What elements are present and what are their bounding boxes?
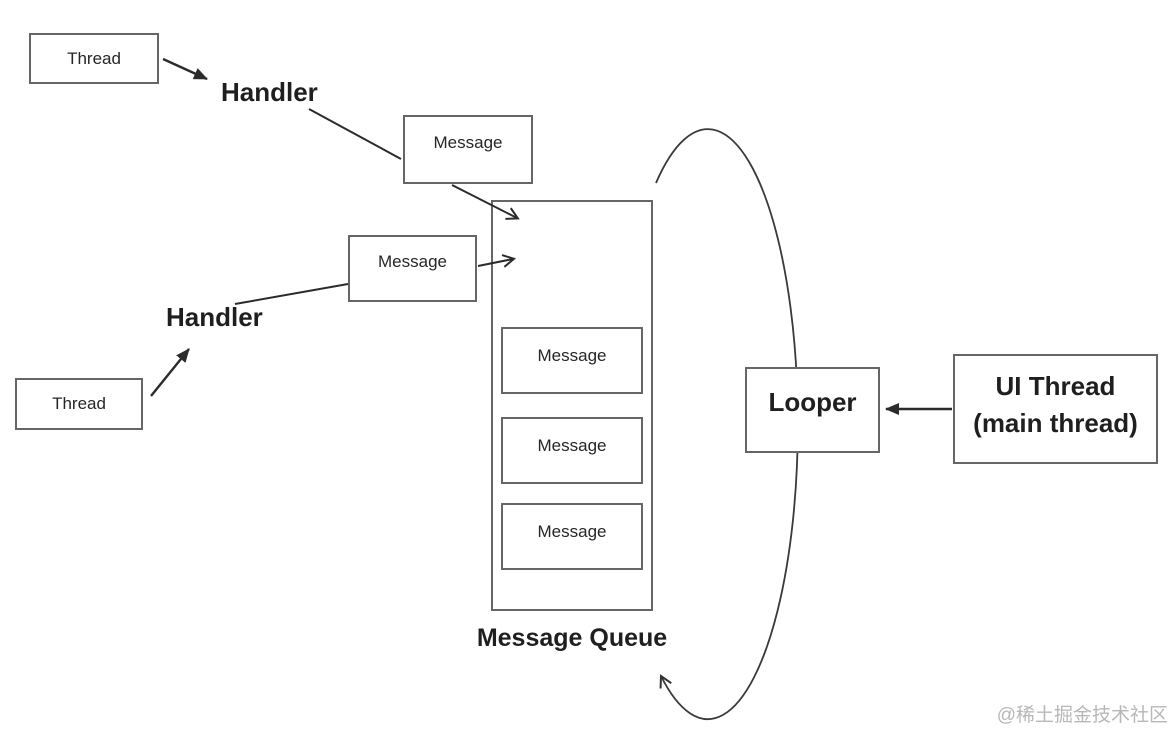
ui-thread-box: UI Thread (main thread)	[953, 354, 1158, 464]
queue-message-1-box: Message	[501, 327, 643, 394]
handler-top-label: Handler	[221, 77, 318, 107]
ui-thread-label-line1: UI Thread	[995, 371, 1116, 402]
thread-bottom-label: Thread	[52, 394, 106, 413]
line-handler-bottom-to-message	[234, 283, 349, 305]
message-mid-box: Message	[348, 235, 477, 302]
queue-message-2-label: Message	[537, 435, 607, 455]
looper-label: Looper	[768, 386, 857, 417]
queue-message-1-label: Message	[537, 345, 607, 365]
message-mid-label: Message	[378, 251, 447, 271]
watermark: @稀土掘金技术社区	[996, 705, 1168, 726]
message-queue-caption: Message Queue	[476, 624, 668, 652]
thread-top-label: Thread	[67, 48, 121, 68]
queue-message-2-box: Message	[501, 417, 643, 484]
looper-box: Looper	[745, 367, 880, 453]
line-handler-top-to-message	[308, 108, 402, 160]
arrow-thread-top-to-handler	[162, 57, 208, 81]
arrow-thread-bottom-to-handler	[150, 348, 190, 397]
thread-top-box: Thread	[29, 33, 159, 84]
ui-thread-label-line2: (main thread)	[973, 408, 1138, 438]
message-top-label: Message	[433, 132, 503, 152]
handler-bottom-label: Handler	[166, 302, 263, 332]
queue-message-3-box: Message	[501, 503, 643, 570]
thread-bottom-box: Thread	[15, 378, 143, 430]
message-top-box: Message	[403, 115, 533, 184]
queue-message-3-label: Message	[537, 521, 607, 541]
